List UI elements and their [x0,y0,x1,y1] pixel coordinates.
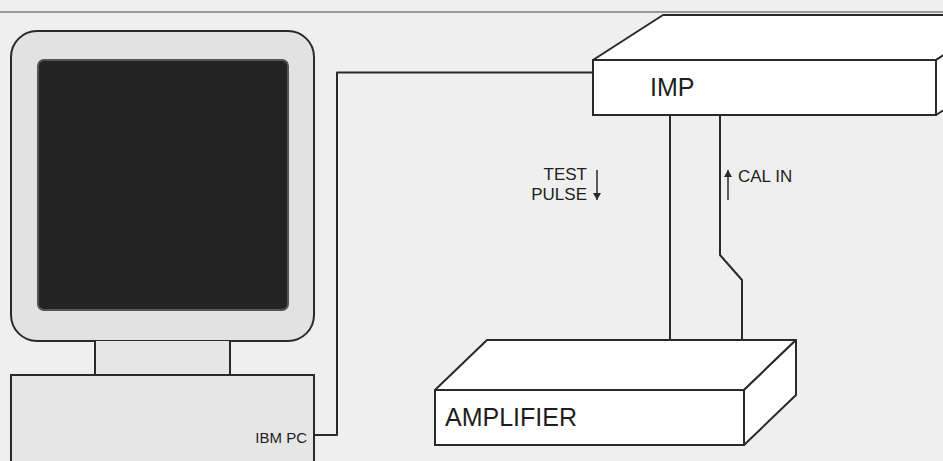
box-outline [593,60,936,115]
box-top-face [593,15,943,60]
box-front-face [593,60,936,115]
node-label: IMP [650,73,694,102]
direction-arrow [593,170,601,200]
cable-line [669,115,671,340]
box-side-face [744,340,796,445]
node-label: AMPLIFIER [445,403,577,432]
box-side-face [936,15,943,115]
box-front-face [435,390,744,445]
signal-label: TEST PULSE [527,165,587,205]
system-unit [11,375,314,461]
box-top-face [435,340,796,390]
node-label: IBM PC [255,428,307,447]
monitor-stand [95,341,230,375]
imp-box: IMP [593,60,936,115]
cable-line [720,115,742,340]
amplifier-box: AMPLIFIER [435,390,744,445]
signal-label: CAL IN [738,167,792,187]
top-rule [0,11,943,13]
monitor-bezel [11,31,314,341]
computer-node: IBM PC [10,30,315,461]
direction-arrow [724,170,732,200]
computer-illustration [10,30,315,461]
monitor-screen [38,60,288,310]
